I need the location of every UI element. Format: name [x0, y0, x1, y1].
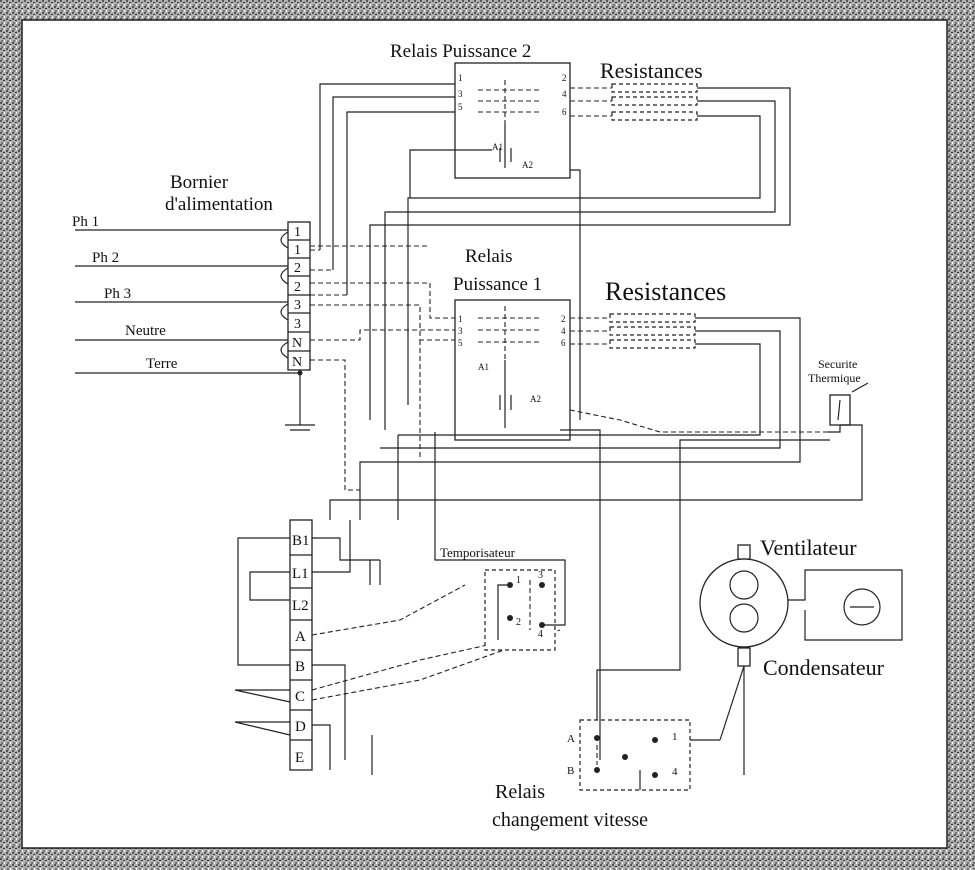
bornier-cell-8: N: [292, 355, 302, 370]
relais-vitesse-label-1: Relais: [495, 781, 545, 803]
ctrl-cell-l2: L2: [292, 598, 309, 614]
ctrl-cell-c: C: [295, 689, 305, 705]
condensateur-label: Condensateur: [763, 655, 885, 680]
bornier-cell-3: 2: [294, 261, 301, 276]
relais1-a1: A1: [478, 362, 489, 372]
vitesse-pin-4: 4: [672, 766, 678, 778]
ctrl-cell-d: D: [295, 719, 306, 735]
bornier-cell-6: 3: [294, 317, 301, 332]
relais2-a2: A2: [522, 160, 533, 170]
relais1-pin-1: 1: [458, 314, 463, 324]
bornier-label-1: Bornier: [170, 172, 229, 193]
relais2-pin-6: 6: [562, 107, 567, 117]
bornier-label-2: d'alimentation: [165, 194, 273, 215]
resistances-top: [611, 83, 698, 121]
relais1-pin-4: 4: [561, 326, 566, 336]
relais2-a1: A1: [492, 142, 503, 152]
relais1-pin-3: 3: [458, 326, 463, 336]
ph1-label: Ph 1: [72, 214, 99, 230]
ph2-label: Ph 2: [92, 250, 119, 266]
wires-relais2: [319, 83, 791, 430]
relais2-pin-1: 1: [458, 73, 463, 83]
ctrl-cell-a: A: [295, 629, 306, 645]
bornier-cell-1: 1: [294, 225, 301, 240]
ctrl-cell-b1: B1: [292, 533, 310, 549]
relais-changement-vitesse: A B 1 4: [567, 439, 830, 791]
bornier-cell-2: 1: [294, 243, 301, 258]
ph3-label: Ph 3: [104, 286, 131, 302]
relais1-pin-6: 6: [561, 338, 566, 348]
relais1-label-2: Puissance 1: [453, 274, 542, 295]
securite-label-1: Securite: [818, 357, 857, 371]
relais2-pin-5: 5: [458, 102, 463, 112]
supply-lines: [75, 229, 315, 431]
fan-connector-top: [737, 544, 751, 560]
relais1-pin-2: 2: [561, 314, 566, 324]
bornier-cell-4: 2: [294, 280, 301, 295]
relais-puissance-1: A1 A2 1 3 5 2 4 6: [454, 299, 571, 441]
wires-vertical-bus: [397, 340, 601, 760]
ctrl-cell-e: E: [295, 750, 304, 766]
relais1-label-1: Relais: [465, 246, 513, 267]
wires-bornier: [310, 245, 455, 491]
relais-puissance-2: A1 A2 1 3 5 2 4 6: [454, 62, 571, 179]
relais2-pin-2: 2: [562, 73, 567, 83]
temp-pin-3: 3: [538, 570, 543, 581]
ctrl-cell-l1: L1: [292, 566, 309, 582]
bornier-cell-5: 3: [294, 298, 301, 313]
control-terminal-block: B1 L1 L2 A B C D E: [289, 519, 313, 771]
temporisateur-label: Temporisateur: [440, 545, 516, 560]
relais1-a2: A2: [530, 394, 541, 404]
vitesse-pin-b: B: [567, 765, 574, 777]
relais-vitesse-label-2: changement vitesse: [492, 809, 648, 831]
ctrl-cell-b: B: [295, 659, 305, 675]
temp-pin-1: 1: [516, 575, 521, 586]
vitesse-pin-a: A: [567, 733, 575, 745]
ventilateur-label: Ventilateur: [760, 535, 857, 560]
resistances-mid: [359, 313, 801, 520]
temporisateur: 1 2 3 4: [434, 432, 566, 651]
vitesse-pin-1: 1: [672, 731, 678, 743]
terre-label: Terre: [146, 356, 178, 372]
temp-pin-4: 4: [538, 629, 543, 640]
relais1-pin-5: 5: [458, 338, 463, 348]
fan-connector-bottom: [737, 647, 751, 667]
temp-pin-2: 2: [516, 617, 521, 628]
resistances-top-label: Resistances: [600, 58, 703, 83]
bornier-cell-7: N: [292, 336, 302, 351]
ventilateur: [699, 544, 903, 775]
bornier-block: 1 1 2 2 3 3 N N: [280, 221, 311, 371]
relais2-pin-3: 3: [458, 89, 463, 99]
securite-label-2: Thermique: [808, 371, 861, 385]
fan-motor-circle: [699, 558, 789, 648]
resistances-mid-label: Resistances: [605, 277, 726, 306]
securite-thermique: [329, 382, 869, 520]
neutre-label: Neutre: [125, 323, 166, 339]
relais2-box: [454, 62, 571, 179]
relais2-title: Relais Puissance 2: [390, 41, 531, 62]
relais2-pin-4: 4: [562, 89, 567, 99]
